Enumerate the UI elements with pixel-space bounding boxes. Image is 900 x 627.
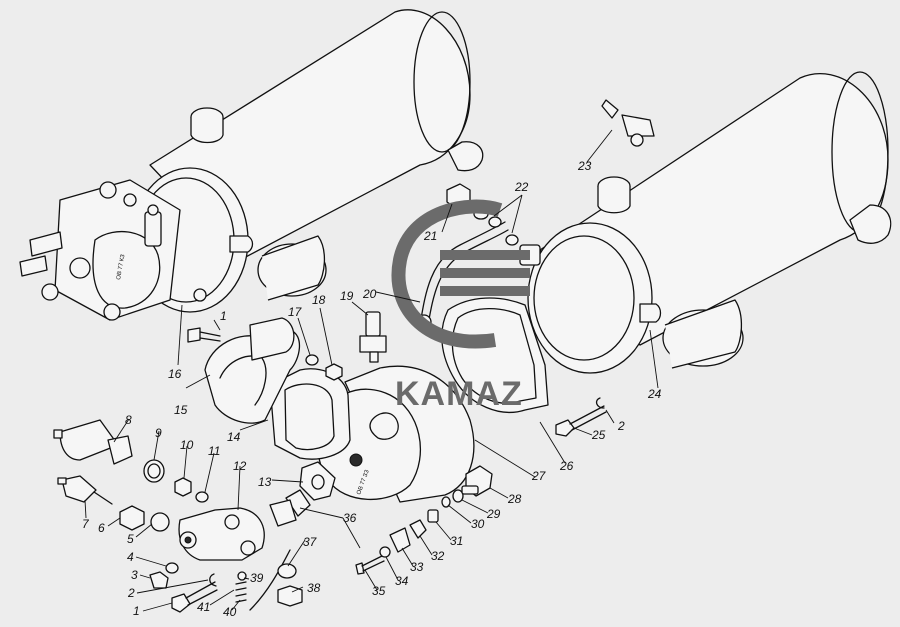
callout-22: 22 [514,180,529,194]
fitting-6 [119,505,145,531]
callout-14: 14 [227,430,241,444]
fitting-32 [409,519,427,539]
washer-29 [452,489,464,503]
callout-32: 32 [431,549,445,563]
washer-34 [379,546,391,558]
washer-4 [165,562,179,574]
gasket-13 [299,461,336,501]
callout-38: 38 [307,581,321,595]
ball-39 [237,571,247,581]
gasket-5 [150,512,170,532]
callout-24: 24 [647,387,662,401]
callout-16: 16 [168,367,182,381]
callout-3: 3 [131,568,138,582]
callout-19: 19 [340,289,354,303]
screw-3 [149,571,169,589]
elbow-15 [204,317,301,424]
callout-labels: 16 1 15 14 17 18 19 20 21 22 23 24 25 2 … [82,159,662,619]
spring-40 [235,581,247,603]
gasket-9 [143,459,165,483]
callout-29: 29 [486,507,501,521]
callout-41: 41 [197,600,210,614]
callout-18: 18 [312,293,326,307]
callout-35: 35 [372,584,386,598]
callout-27: 27 [531,469,547,483]
kamaz-logo-wordmark: KAMAZ [395,375,523,413]
kamaz-logo: KAMAZ [391,199,530,413]
callout-17: 17 [288,305,303,319]
plug-38 [277,585,303,607]
callout-2-left: 2 [127,586,135,600]
callout-7: 7 [82,517,90,531]
plug-28 [461,465,493,497]
washer-30 [441,496,451,508]
heater-plug-8 [53,419,133,465]
callout-23: 23 [577,159,592,173]
drain-valve-23 [601,99,655,147]
bolt-25 [555,405,607,437]
callout-40: 40 [223,605,237,619]
spark-plug-19 [359,311,387,363]
callout-34: 34 [395,574,409,588]
callout-2-right: 2 [617,419,625,433]
washer-2-left [209,573,217,587]
callout-31: 31 [450,534,463,548]
gasket-26 [441,297,549,414]
callout-11: 11 [208,444,220,458]
flange-14 [269,368,351,460]
callout-13: 13 [258,475,272,489]
callout-1-upper: 1 [220,309,227,323]
nut-10 [174,477,192,497]
callout-33: 33 [410,560,424,574]
callout-28: 28 [507,492,522,506]
callout-25: 25 [591,428,606,442]
left-control-valve-assembly: ОВ 77 КЗ [19,179,207,321]
pin-31 [427,509,439,523]
callout-10: 10 [180,438,194,452]
washer-2-right [595,397,605,409]
left-housing-stamp: ОВ 77 КЗ [116,254,126,281]
bolt-1-lower [171,581,218,613]
callout-4: 4 [127,550,134,564]
callout-1-lower: 1 [133,604,140,618]
nut-17 [305,354,319,366]
callout-12: 12 [233,459,247,473]
pipe-37 [249,549,291,611]
callout-39: 39 [250,571,264,585]
callout-15: 15 [174,403,188,417]
screw-35 [355,555,385,575]
washer-37 [277,563,297,579]
callout-21: 21 [423,229,437,243]
callout-30: 30 [471,517,485,531]
callout-20: 20 [362,287,377,301]
callout-36: 36 [343,511,357,525]
glow-plug-7 [57,475,113,505]
washer-11 [195,491,209,503]
callout-37: 37 [303,535,318,549]
leader-lines [84,129,659,612]
callout-9: 9 [155,426,162,440]
bolt-1-upper [187,327,221,343]
callout-8: 8 [125,413,132,427]
nozzle-36 [269,489,311,527]
callout-6: 6 [98,521,105,535]
nozzle-33 [389,527,411,553]
bracket-12 [178,507,265,561]
callout-5: 5 [127,532,134,546]
nut-18 [325,363,343,381]
callout-26: 26 [559,459,574,473]
